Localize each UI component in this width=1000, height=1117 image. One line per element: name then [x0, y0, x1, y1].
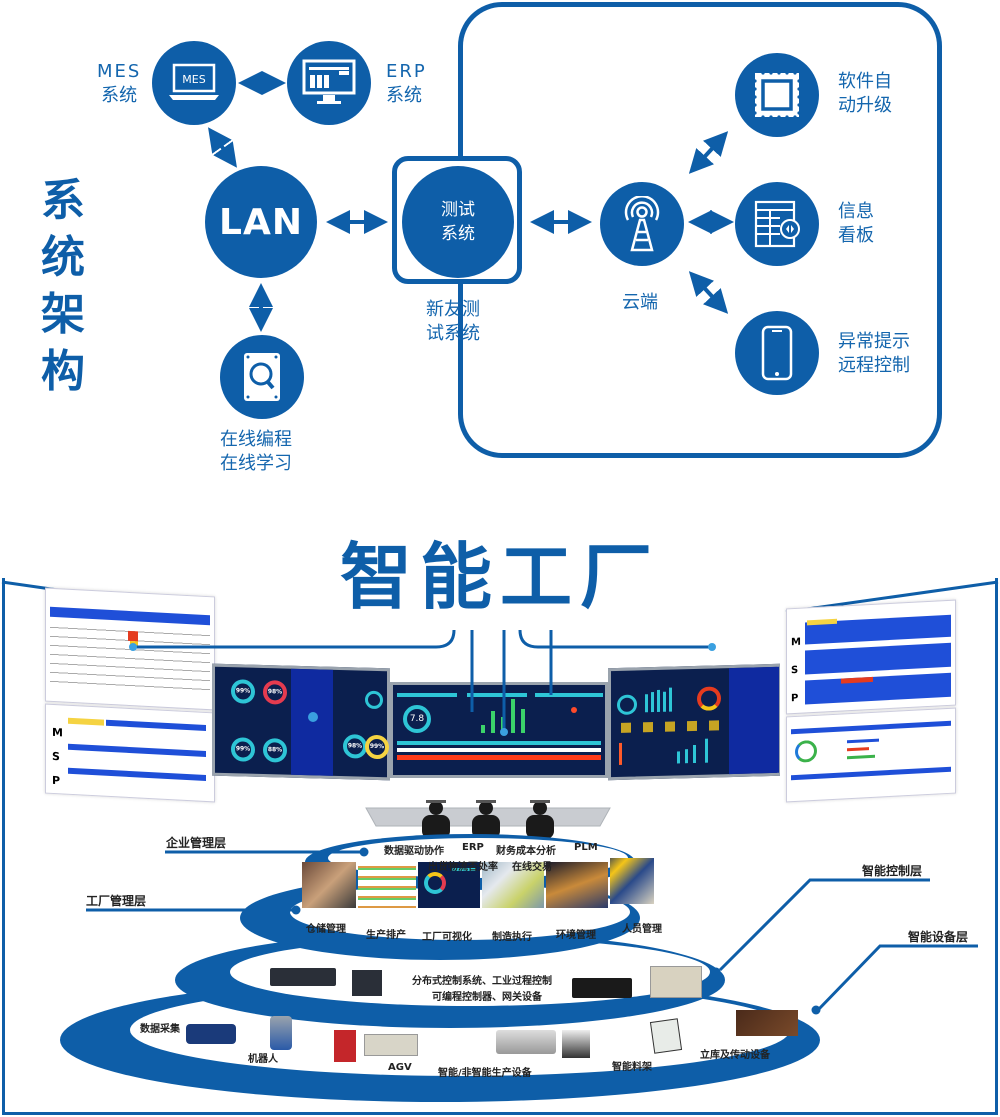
smart-rack-icon — [649, 1018, 683, 1054]
alert-remote-line1: 异常提示 — [838, 331, 910, 352]
factory-frame — [2, 578, 998, 1115]
enterprise-item: 在线交易 — [512, 862, 552, 873]
laptop-mes-icon: MES — [169, 63, 219, 100]
factory-mgmt-item: 制造执行 — [492, 932, 532, 943]
erp-label: ERP 系统 — [386, 60, 427, 108]
layer-label-device: 智能设备层 — [908, 930, 969, 944]
thumb-warehouse — [302, 862, 356, 908]
factory-mgmt-item: 环境管理 — [556, 930, 596, 941]
lan-node[interactable]: LAN — [205, 166, 317, 278]
data-collector-icon — [186, 1024, 236, 1044]
software-upgrade-label: 软件自 动升级 — [838, 70, 892, 118]
enterprise-item: 财务成本分析 — [496, 846, 556, 857]
factory-title: 智能工厂 — [339, 535, 660, 619]
board-icon — [754, 200, 800, 248]
info-board-label: 信息 看板 — [838, 200, 874, 248]
device-item: 机器人 — [248, 1054, 278, 1065]
mes-label-line2: 系统 — [101, 85, 138, 106]
factory-mgmt-item: 人员管理 — [622, 924, 662, 935]
info-board-node[interactable] — [735, 182, 819, 266]
info-board-line2: 看板 — [838, 225, 874, 246]
robot-arm-icon — [270, 1016, 292, 1050]
monitor-dashboard-icon — [302, 59, 356, 104]
test-fixture-icon — [562, 1030, 590, 1058]
device-item: 智能料架 — [612, 1062, 652, 1073]
thumb-scheduling — [358, 862, 416, 908]
device-item: AGV — [388, 1062, 412, 1073]
plc-device-icon — [572, 978, 632, 998]
disk-search-icon — [244, 353, 280, 401]
test-system-caption-line1: 新友测 — [426, 299, 480, 320]
control-item-row1: 分布式控制系统、工业过程控制 — [412, 976, 552, 987]
antenna-tower-icon — [624, 196, 660, 252]
chip-icon — [753, 71, 801, 119]
arrow-cloud-upgrade — [688, 131, 729, 174]
layer-label-factory-mgmt: 工厂管理层 — [86, 894, 147, 908]
enterprise-item: PLM — [574, 842, 598, 853]
mes-label: MES 系统 — [97, 60, 141, 108]
thumb-environment — [546, 862, 608, 908]
online-label: 在线编程 在线学习 — [220, 428, 292, 476]
layer-label-enterprise: 企业管理层 — [166, 836, 227, 850]
factory-mgmt-item: 工厂可视化 — [422, 932, 472, 943]
io-module-icon — [650, 966, 702, 998]
device-item: 数据采集 — [140, 1024, 180, 1035]
screen-center-value: 7.8 — [403, 705, 431, 733]
controller-device-icon — [270, 968, 336, 986]
agv-cart-icon — [364, 1034, 418, 1056]
test-system-caption: 新友测 试系统 — [426, 298, 480, 346]
gateway-device-icon — [352, 970, 382, 996]
erp-label-line2: 系统 — [386, 85, 422, 106]
forklift-agv-icon — [334, 1030, 356, 1062]
factory-mgmt-item: 仓储管理 — [306, 924, 346, 935]
test-system-caption-line2: 试系统 — [426, 323, 480, 344]
cloud-label: 云端 — [622, 292, 658, 313]
layer-label-control: 智能控制层 — [862, 864, 923, 878]
enterprise-item: 数据驱动协作 — [384, 846, 444, 857]
control-item-row2: 可编程控制器、网关设备 — [432, 992, 542, 1003]
mes-label-line1: MES — [97, 61, 142, 82]
thumb-visualization — [418, 862, 480, 908]
architecture-title: 系统架构 — [41, 175, 85, 397]
factory-mgmt-item: 生产排产 — [366, 930, 406, 941]
online-label-line2: 在线学习 — [220, 453, 292, 474]
alert-remote-label: 异常提示 远程控制 — [838, 330, 910, 378]
enterprise-item: ERP — [462, 842, 484, 853]
mes-node[interactable]: MES — [152, 41, 236, 125]
test-system-line1: 测试 — [441, 200, 475, 220]
arrow-mes-lan — [208, 127, 237, 168]
alert-remote-line2: 远程控制 — [838, 355, 910, 376]
arrow-cloud-alert — [688, 271, 729, 314]
cloud-node[interactable] — [600, 182, 684, 266]
architecture-arrows — [208, 71, 734, 332]
software-upgrade-node[interactable] — [735, 53, 819, 137]
enterprise-item: 出货物流否处率 — [428, 862, 498, 873]
lan-label: LAN — [219, 201, 303, 243]
smartphone-icon — [761, 325, 793, 381]
software-upgrade-line2: 动升级 — [838, 95, 892, 116]
erp-node[interactable] — [287, 41, 371, 125]
online-node[interactable] — [220, 335, 304, 419]
thumb-personnel — [610, 858, 654, 904]
device-item: 立库及传动设备 — [700, 1050, 770, 1061]
dashboard-screen-center: 7.8 — [390, 682, 608, 778]
warehouse-rack-icon — [736, 1010, 798, 1036]
test-system-node[interactable]: 测试 系统 — [402, 166, 514, 278]
erp-label-line1: ERP — [386, 61, 427, 82]
production-machine-icon — [496, 1030, 556, 1054]
thumb-execution — [482, 862, 544, 908]
mes-icon-text: MES — [182, 73, 205, 86]
online-label-line1: 在线编程 — [220, 429, 292, 450]
device-item: 智能/非智能生产设备 — [438, 1068, 532, 1079]
test-system-line2: 系统 — [441, 224, 475, 244]
software-upgrade-line1: 软件自 — [838, 71, 892, 92]
info-board-line1: 信息 — [838, 201, 874, 222]
alert-remote-node[interactable] — [735, 311, 819, 395]
